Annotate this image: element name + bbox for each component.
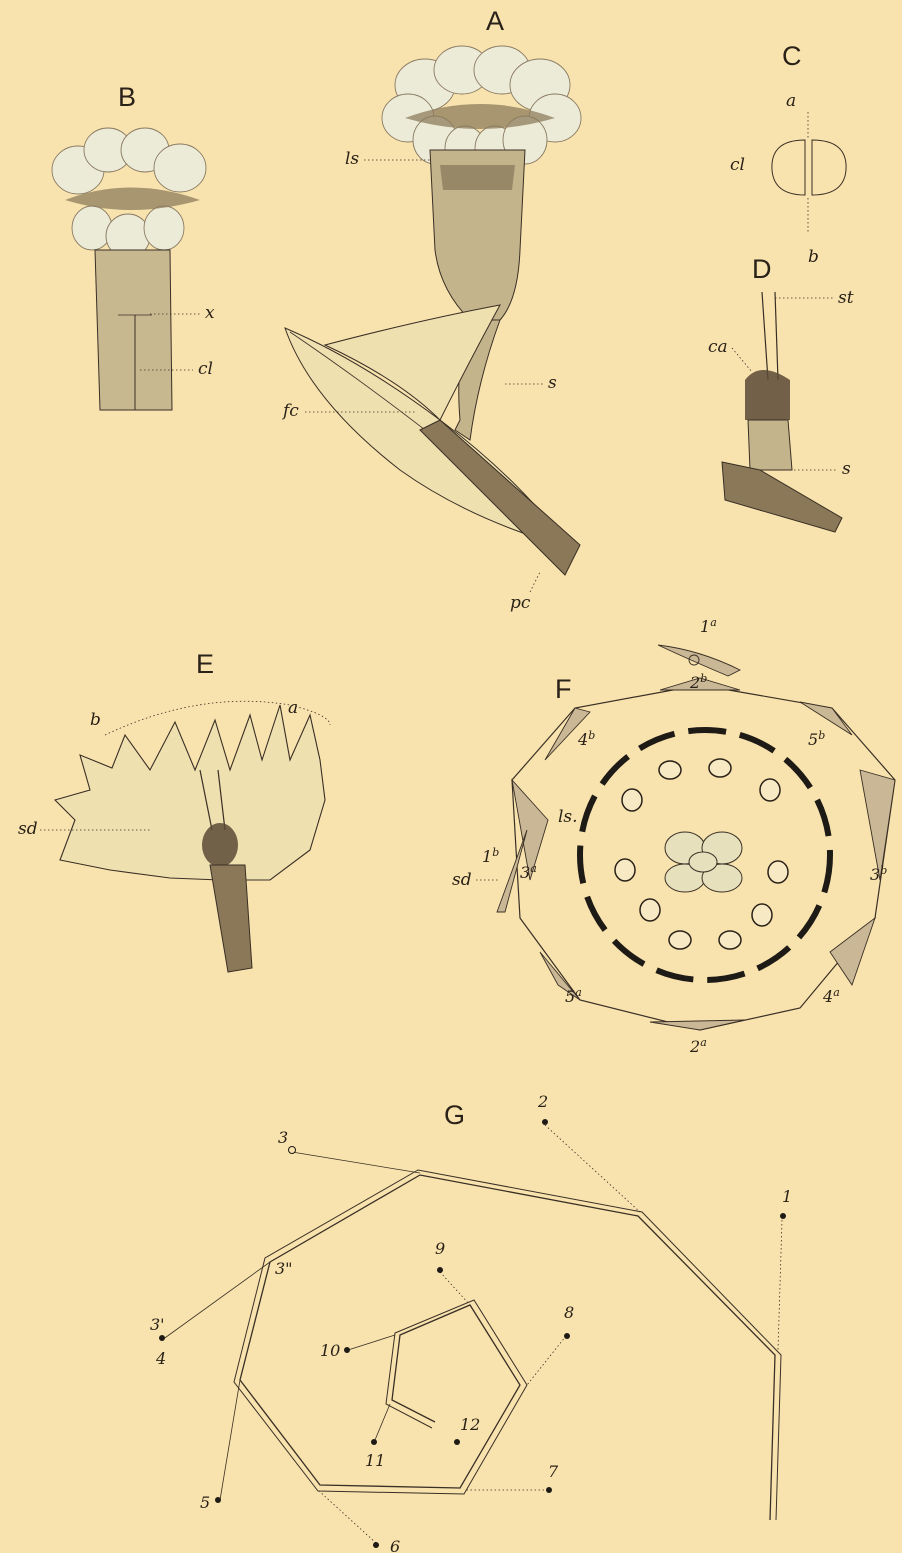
svg-text:3: 3: [278, 1128, 288, 1147]
panel-f-label-ls: ls.: [558, 807, 578, 827]
panel-a-label-s: s: [548, 373, 557, 393]
panel-g-spiral-inner: [234, 1170, 781, 1520]
svg-text:4a: 4a: [822, 986, 840, 1006]
panel-a-label-ls: ls: [345, 149, 359, 169]
panel-b-label-cl: cl: [198, 359, 213, 379]
svg-text:11: 11: [365, 1451, 385, 1470]
pos-num: 1: [700, 617, 710, 636]
panel-g-letter: G: [444, 1100, 465, 1130]
panel-g-points: [159, 1119, 786, 1548]
panel-b-tube: [95, 250, 172, 410]
panel-e-label-sd: sd: [18, 819, 38, 839]
svg-text:1a: 1a: [700, 616, 717, 636]
svg-text:9: 9: [435, 1239, 445, 1258]
panel-e-label-a: a: [288, 698, 298, 718]
panel-f-ovary: [665, 832, 742, 892]
panel-f: F: [452, 616, 895, 1056]
panel-e-stalk: [210, 865, 252, 972]
svg-text:3": 3": [275, 1259, 293, 1278]
svg-text:6: 6: [390, 1537, 400, 1553]
panel-c: C a cl b: [730, 41, 846, 267]
panel-a-letter: A: [486, 6, 504, 36]
panel-c-letter: C: [782, 41, 802, 71]
svg-text:5b: 5b: [808, 729, 825, 749]
svg-text:2a: 2a: [689, 1036, 707, 1056]
svg-text:1: 1: [782, 1187, 792, 1206]
panel-g: G 1 2: [150, 1092, 792, 1553]
panel-a: A ls s fc pc: [281, 6, 581, 613]
panel-d: D st ca s: [708, 254, 854, 532]
panel-f-label-sd: sd: [452, 870, 472, 890]
svg-text:4b: 4b: [577, 729, 595, 749]
panel-d-label-s: s: [842, 459, 851, 479]
svg-text:3a: 3a: [520, 862, 537, 882]
svg-text:12: 12: [460, 1415, 480, 1434]
svg-text:2: 2: [537, 1092, 548, 1111]
panel-e-label-b: b: [90, 710, 101, 730]
svg-text:3b: 3b: [870, 864, 887, 884]
svg-text:1b: 1b: [482, 846, 499, 866]
svg-text:5a: 5a: [565, 986, 582, 1006]
panel-e-letter: E: [196, 649, 214, 679]
panel-c-label-b: b: [808, 247, 819, 267]
panel-c-right-half: [812, 140, 846, 195]
panel-d-label-ca: ca: [708, 337, 728, 357]
panel-g-point-labels: 1 2 3 3' 3" 4 5 6 7 8 9 10 11 12: [150, 1092, 792, 1553]
panel-c-label-a: a: [786, 91, 796, 111]
panel-a-label-pc: pc: [510, 593, 531, 613]
svg-text:4: 4: [155, 1349, 166, 1368]
panel-b-letter: B: [118, 82, 136, 112]
panel-e: E b a sd: [18, 649, 330, 972]
panel-c-label-cl: cl: [730, 155, 745, 175]
svg-text:8: 8: [564, 1303, 574, 1322]
svg-text:7: 7: [548, 1462, 559, 1481]
panel-e-calyx: [55, 705, 325, 880]
svg-text:5: 5: [200, 1493, 210, 1512]
panel-b: B x cl: [52, 82, 215, 410]
panel-c-left-half: [772, 140, 805, 195]
panel-a-label-fc: fc: [281, 401, 299, 421]
svg-text:10: 10: [320, 1341, 340, 1360]
panel-f-letter: F: [555, 674, 572, 704]
panel-b-label-x: x: [205, 303, 215, 323]
panel-d-letter: D: [752, 254, 772, 284]
svg-text:3': 3': [150, 1315, 165, 1334]
panel-d-label-st: st: [838, 288, 854, 308]
